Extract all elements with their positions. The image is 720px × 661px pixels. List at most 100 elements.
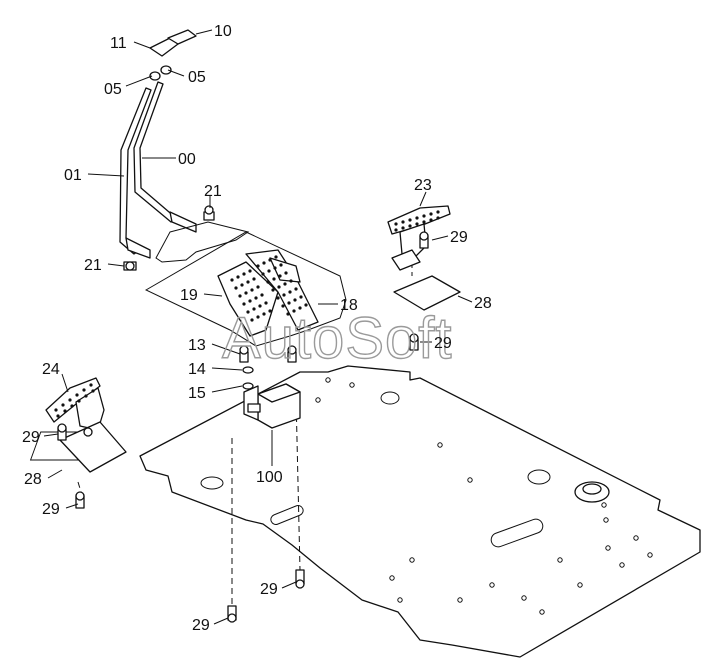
bolt-icon (295, 569, 305, 589)
mount-hole (397, 597, 403, 603)
mount-hole (619, 562, 625, 568)
grip-dot (304, 303, 308, 307)
mount-hole (539, 609, 545, 615)
grip-dot (252, 277, 256, 281)
grip-dot (276, 296, 280, 300)
grip-dot (248, 269, 252, 273)
callout-23: 23 (414, 177, 432, 194)
callout-100: 100 (256, 469, 283, 486)
bolt-icon (57, 423, 67, 441)
pilot-valve (243, 383, 301, 429)
mount-hole (457, 597, 463, 603)
grip-dot (256, 285, 260, 289)
grip-dot (267, 269, 271, 273)
grip-dot (82, 388, 86, 392)
grip-dot (288, 290, 292, 294)
grip-dot (436, 210, 440, 214)
grip-dot (68, 398, 72, 402)
mount-hole (601, 502, 607, 508)
grip-dot (262, 261, 266, 265)
grip-dot (250, 288, 254, 292)
grip-dot (415, 222, 419, 226)
grip-dot (289, 279, 293, 283)
grip-dot (230, 278, 234, 282)
grip-dot (256, 264, 260, 268)
grip-dot (252, 307, 256, 311)
mount-hole (605, 545, 611, 551)
grip-dot (299, 295, 303, 299)
grip-dot (272, 277, 276, 281)
callout-24: 24 (42, 361, 60, 378)
grip-dot (293, 298, 297, 302)
mount-hole (557, 557, 563, 563)
grip-dot (274, 255, 278, 259)
grip-dot (70, 404, 74, 408)
grip-dot (282, 293, 286, 297)
grip-dot (89, 383, 93, 387)
callout-05: 05 (188, 69, 206, 86)
grip-dot (264, 301, 268, 305)
grip-dot (240, 283, 244, 287)
grip-dot (273, 266, 277, 270)
mount-hole (315, 397, 321, 403)
grip-dot (63, 409, 67, 413)
leader-lines (43, 29, 473, 625)
grip-dot (429, 212, 433, 216)
grip-dot (422, 214, 426, 218)
grip-dot (283, 282, 287, 286)
grip-dot (408, 224, 412, 228)
bolt-icon (75, 491, 85, 509)
floor-mount-boss (574, 481, 610, 503)
mount-hole (437, 442, 443, 448)
control-lever-assembly (119, 29, 250, 263)
callout-05: 05 (104, 81, 122, 98)
grip-dot (56, 414, 60, 418)
grip-dot (254, 296, 258, 300)
mount-hole (489, 582, 495, 588)
callout-13: 13 (188, 337, 206, 354)
callout-10: 10 (214, 23, 232, 40)
bolt-icon (239, 345, 249, 363)
callout-28: 28 (474, 295, 492, 312)
grip-dot (394, 222, 398, 226)
bolt-icon (203, 205, 215, 221)
mount-hole (349, 382, 355, 388)
callout-29: 29 (22, 429, 40, 446)
mount-hole (603, 517, 609, 523)
callout-15: 15 (188, 385, 206, 402)
grip-dot (401, 220, 405, 224)
callout-29: 29 (42, 501, 60, 518)
mount-hole (633, 535, 639, 541)
left-pedal (45, 377, 127, 473)
mount-hole (409, 557, 415, 563)
callout-19: 19 (180, 287, 198, 304)
callout-29: 29 (192, 617, 210, 634)
callout-14: 14 (188, 361, 206, 378)
grip-dot (436, 216, 440, 220)
mount-hole (521, 595, 527, 601)
pedal-grip-pattern (54, 210, 440, 418)
mount-hole (577, 582, 583, 588)
mount-hole (647, 552, 653, 558)
grip-dot (238, 294, 242, 298)
callout-29: 29 (434, 335, 452, 352)
grip-dot (284, 271, 288, 275)
callout-01: 01 (64, 167, 82, 184)
grip-dot (61, 403, 65, 407)
bolt-icon (287, 345, 297, 363)
grip-dot (278, 274, 282, 278)
bolt-icon (419, 231, 429, 249)
callout-21: 21 (204, 183, 222, 200)
grip-dot (281, 304, 285, 308)
travel-pedal-pair (144, 231, 347, 347)
grip-dot (244, 291, 248, 295)
grip-dot (401, 226, 405, 230)
callout-18: 18 (340, 297, 358, 314)
grip-dot (422, 220, 426, 224)
grip-dot (415, 216, 419, 220)
grip-dot (242, 302, 246, 306)
grip-dot (429, 218, 433, 222)
grip-dot (54, 408, 58, 412)
grip-dot (260, 293, 264, 297)
